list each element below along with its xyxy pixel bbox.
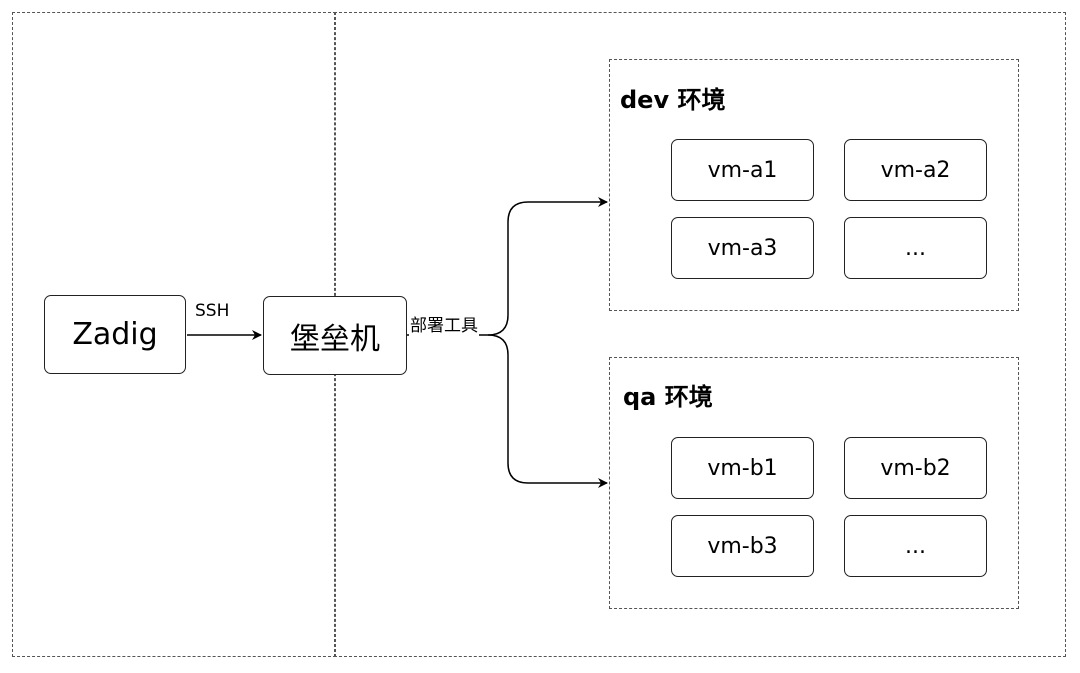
- qa-vm-more: ...: [844, 515, 987, 577]
- ssh-label: SSH: [195, 301, 230, 321]
- qa-vm-2: vm-b2: [844, 437, 987, 499]
- dev-vm-more: ...: [844, 217, 987, 279]
- bastion-node: 堡垒机: [263, 296, 407, 375]
- deploy-tool-label: 部署工具: [409, 311, 479, 336]
- dev-vm-1: vm-a1: [671, 139, 814, 201]
- dev-env-title: dev 环境: [620, 86, 726, 114]
- deploy-edge-qa: [487, 334, 608, 488]
- qa-env-title: qa 环境: [623, 383, 713, 411]
- zadig-node: Zadig: [44, 295, 186, 374]
- dev-vm-3: vm-a3: [671, 217, 814, 279]
- deploy-edge-dev: [407, 197, 608, 336]
- qa-vm-1: vm-b1: [671, 437, 814, 499]
- dev-vm-2: vm-a2: [844, 139, 987, 201]
- dev-env-group: [609, 59, 1019, 311]
- qa-vm-3: vm-b3: [671, 515, 814, 577]
- qa-env-group: [609, 357, 1019, 609]
